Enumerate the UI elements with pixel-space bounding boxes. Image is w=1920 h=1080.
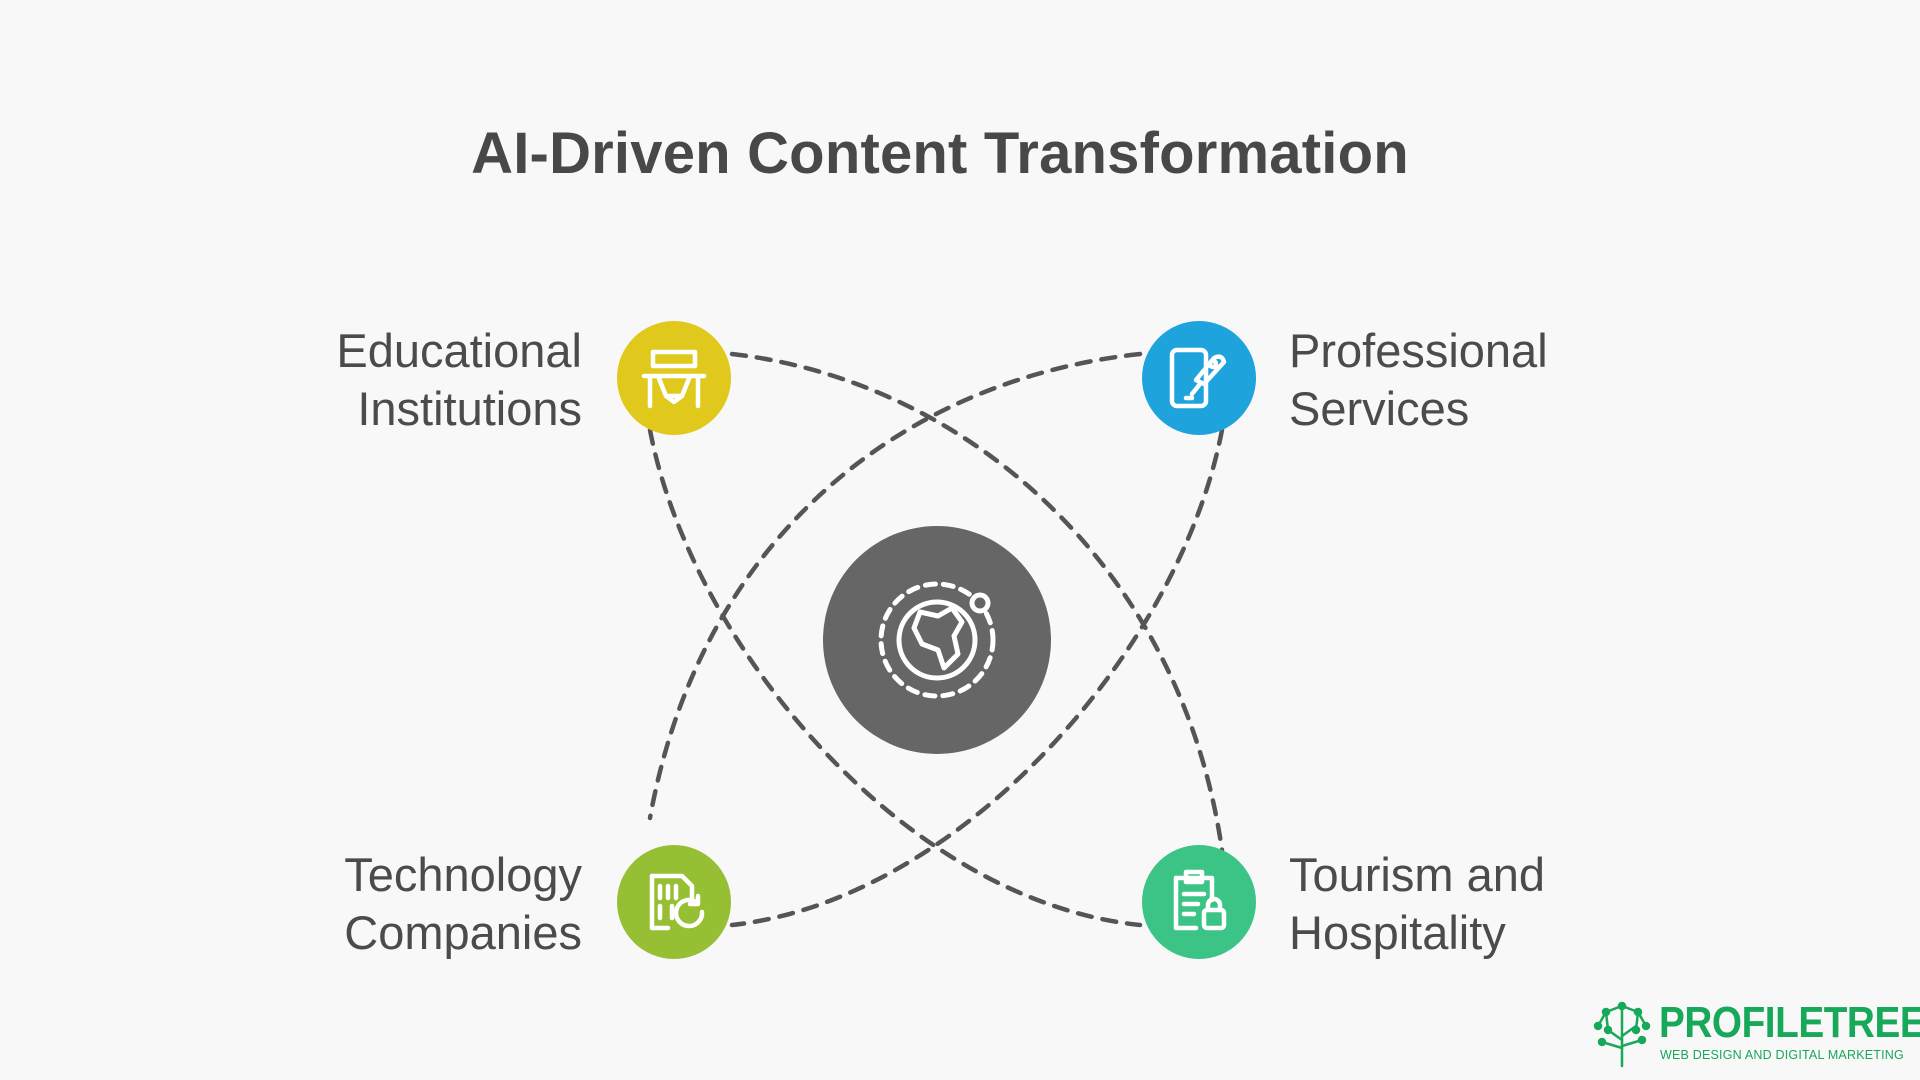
logo-tagline: WEB DESIGN AND DIGITAL MARKETING — [1660, 1048, 1904, 1062]
profiletree-logo-icon — [1593, 1001, 1651, 1068]
label-technology: Technology Companies — [344, 848, 582, 959]
node-educational — [617, 321, 731, 435]
label-tourism: Tourism and Hospitality — [1289, 848, 1545, 959]
clipboard-lock-icon — [1173, 869, 1227, 931]
center-node — [823, 526, 1051, 754]
connector-educational-tourism-lower — [647, 427, 1143, 928]
label-educational: Educational Institutions — [336, 324, 582, 435]
globe-orbit-icon — [878, 581, 996, 699]
connector-professional-technology-lower — [729, 427, 1225, 928]
connector-educational-tourism-upper — [729, 351, 1225, 853]
logo-name: PROFILETREE — [1659, 998, 1920, 1047]
node-professional — [1142, 321, 1256, 435]
node-technology — [617, 845, 731, 959]
page-title: AI-Driven Content Transformation — [471, 121, 1409, 186]
school-desk-icon — [641, 349, 707, 409]
binary-document-refresh-icon — [649, 873, 705, 931]
profiletree-logo: PROFILETREE WEB DESIGN AND DIGITAL MARKE… — [1592, 998, 1920, 1068]
node-tourism — [1142, 845, 1256, 959]
connector-professional-technology-upper — [647, 351, 1143, 821]
label-professional: Professional Services — [1289, 324, 1548, 435]
phone-rocket-icon — [1169, 347, 1227, 409]
